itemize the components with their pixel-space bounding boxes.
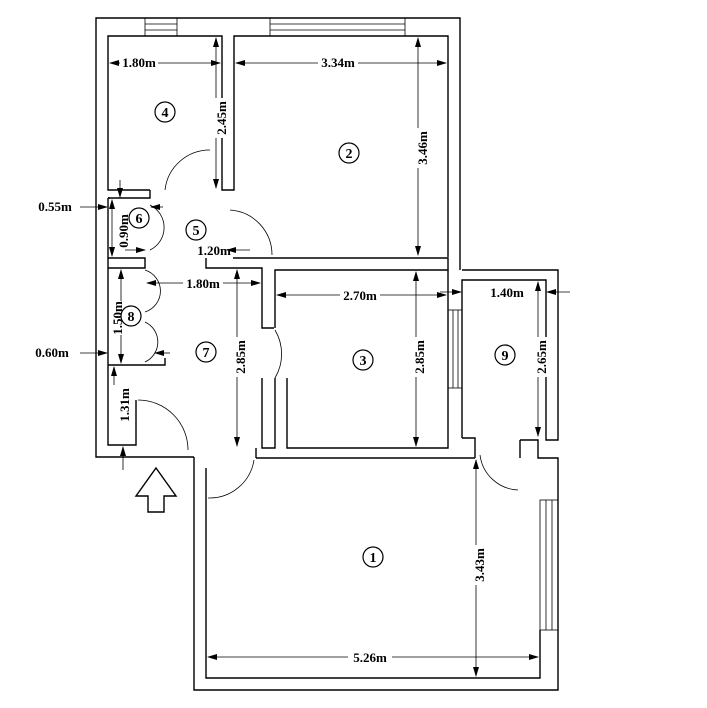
svg-text:7: 7 bbox=[203, 346, 210, 361]
dimension-labels: 1.80m 3.34m 2.45m 3.46m 0.55m 0.90m 1.20… bbox=[35, 55, 549, 665]
entrance-arrow-icon bbox=[134, 466, 178, 513]
room-5-label: 5 bbox=[185, 219, 207, 241]
room-6-label: 6 bbox=[128, 207, 150, 229]
room-7-label: 7 bbox=[195, 341, 217, 363]
dim-room1-width: 5.26m bbox=[353, 650, 387, 665]
window bbox=[269, 17, 406, 37]
dim-hall-depth: 2.85m bbox=[233, 340, 248, 374]
svg-text:5: 5 bbox=[193, 224, 200, 239]
svg-text:6: 6 bbox=[136, 212, 143, 227]
svg-text:2: 2 bbox=[346, 147, 353, 162]
room-9-label: 9 bbox=[494, 344, 516, 366]
doors bbox=[137, 149, 519, 499]
dim-room8-width: 0.60m bbox=[35, 345, 69, 360]
room-1-label: 1 bbox=[362, 546, 384, 568]
room-labels: 4 2 6 5 8 7 3 9 1 bbox=[120, 101, 516, 568]
dim-room4-depth: 2.45m bbox=[214, 101, 229, 135]
dim-room2-depth: 3.46m bbox=[415, 131, 430, 165]
room-8-label: 8 bbox=[120, 305, 142, 327]
svg-text:8: 8 bbox=[128, 310, 135, 325]
dim-room5-width: 1.20m bbox=[197, 243, 231, 258]
svg-text:4: 4 bbox=[162, 106, 169, 121]
dim-room2-width: 3.34m bbox=[321, 55, 355, 70]
dim-room3-width: 2.70m bbox=[343, 288, 377, 303]
window bbox=[144, 17, 178, 37]
dim-room9-width: 1.40m bbox=[490, 285, 524, 300]
svg-text:9: 9 bbox=[502, 349, 509, 364]
room-3-label: 3 bbox=[352, 349, 374, 371]
dim-room6-width: 0.55m bbox=[38, 199, 72, 214]
dim-room4-width: 1.80m bbox=[122, 55, 156, 70]
svg-text:3: 3 bbox=[360, 354, 367, 369]
room-4-label: 4 bbox=[154, 101, 176, 123]
svg-text:1: 1 bbox=[370, 551, 377, 566]
dim-hall-width: 1.80m bbox=[186, 276, 220, 291]
dim-room1-depth: 3.43m bbox=[472, 548, 487, 582]
room-2-label: 2 bbox=[338, 142, 360, 164]
dim-room9-depth: 2.65m bbox=[534, 340, 549, 374]
dim-room8-depth: 1.50m bbox=[110, 301, 125, 335]
dim-room6-depth: 0.90m bbox=[116, 214, 131, 248]
dim-room3-depth: 2.85m bbox=[412, 340, 427, 374]
dim-entry-depth: 1.31m bbox=[117, 388, 132, 422]
window bbox=[539, 499, 559, 631]
walls bbox=[95, 17, 559, 691]
window bbox=[447, 309, 463, 389]
